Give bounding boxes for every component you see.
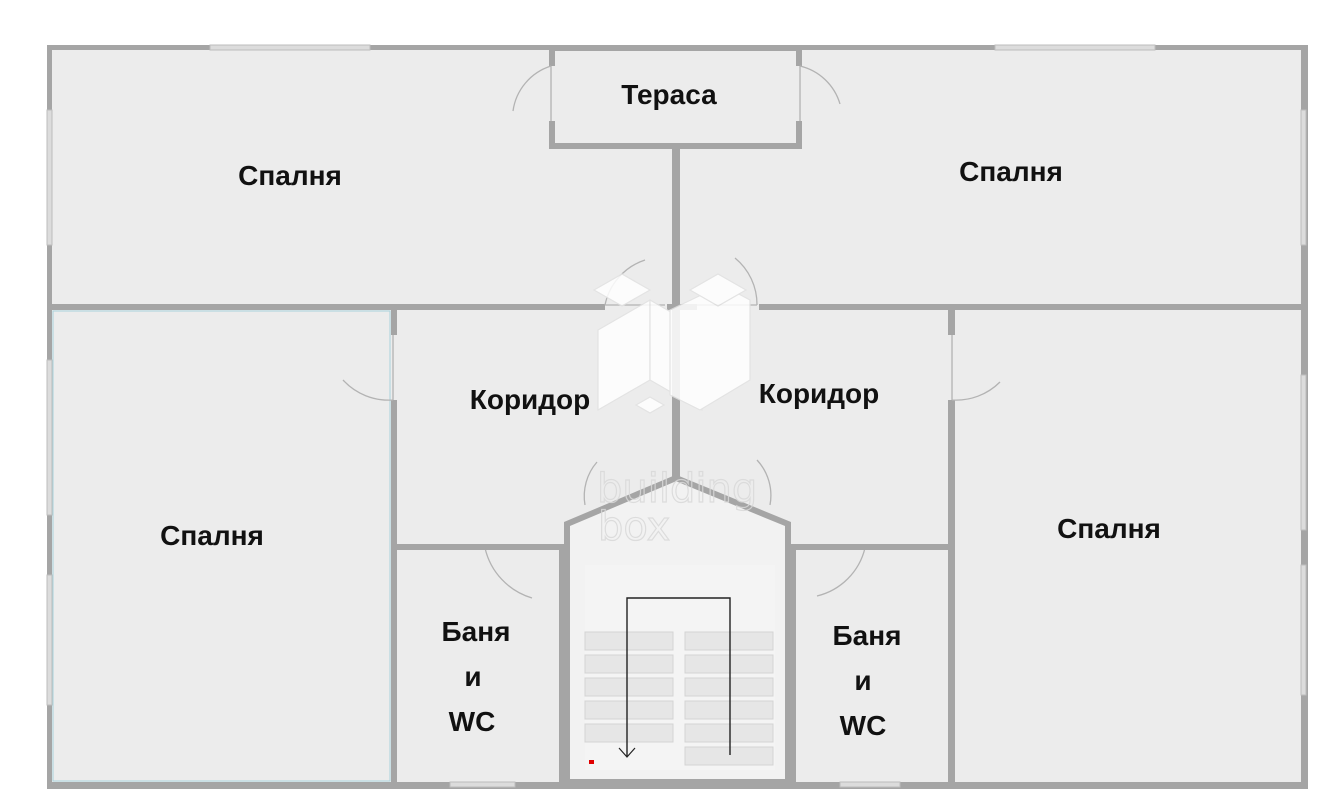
watermark-text-line2: box bbox=[598, 504, 670, 550]
floor-bedroom-left bbox=[52, 310, 391, 782]
label-terrace: Тераса bbox=[621, 79, 717, 110]
red-marker bbox=[589, 760, 594, 764]
windows bbox=[46, 44, 1307, 788]
floor-terrace bbox=[555, 51, 796, 143]
wall-corridor-bath-right bbox=[788, 544, 955, 550]
label-bedroom-top-left: Спалня bbox=[238, 160, 342, 191]
floor-bathroom-left bbox=[397, 550, 559, 782]
label-bedroom-left: Спалня bbox=[160, 520, 264, 551]
floor-bathroom-right bbox=[796, 550, 948, 782]
label-bedroom-top-right: Спалня bbox=[959, 156, 1063, 187]
staircase bbox=[584, 565, 775, 770]
label-corridor-right: Коридор bbox=[759, 378, 880, 409]
label-bathroom-left-2: и bbox=[464, 661, 481, 692]
label-bedroom-right: Спалня bbox=[1057, 513, 1161, 544]
floor-bedroom-right bbox=[955, 310, 1301, 782]
label-bathroom-left-3: WC bbox=[449, 706, 496, 737]
watermark-logo: building box bbox=[592, 273, 758, 551]
wall-corridor-bath-left bbox=[391, 544, 567, 550]
label-bathroom-right-2: и bbox=[854, 665, 871, 696]
label-bathroom-left-1: Баня bbox=[442, 616, 511, 647]
wall-bath-left-stair bbox=[559, 544, 567, 782]
stair-arrow-head bbox=[618, 747, 636, 758]
label-corridor-left: Коридор bbox=[470, 384, 591, 415]
label-bathroom-right-3: WC bbox=[840, 710, 887, 741]
label-bathroom-right-1: Баня bbox=[833, 620, 902, 651]
wall-bath-right-stair bbox=[788, 544, 796, 782]
watermark-text-line1: building bbox=[597, 466, 757, 512]
floor-bedroom-left-inner-line bbox=[52, 310, 391, 782]
stair-direction-arrow bbox=[626, 597, 731, 756]
